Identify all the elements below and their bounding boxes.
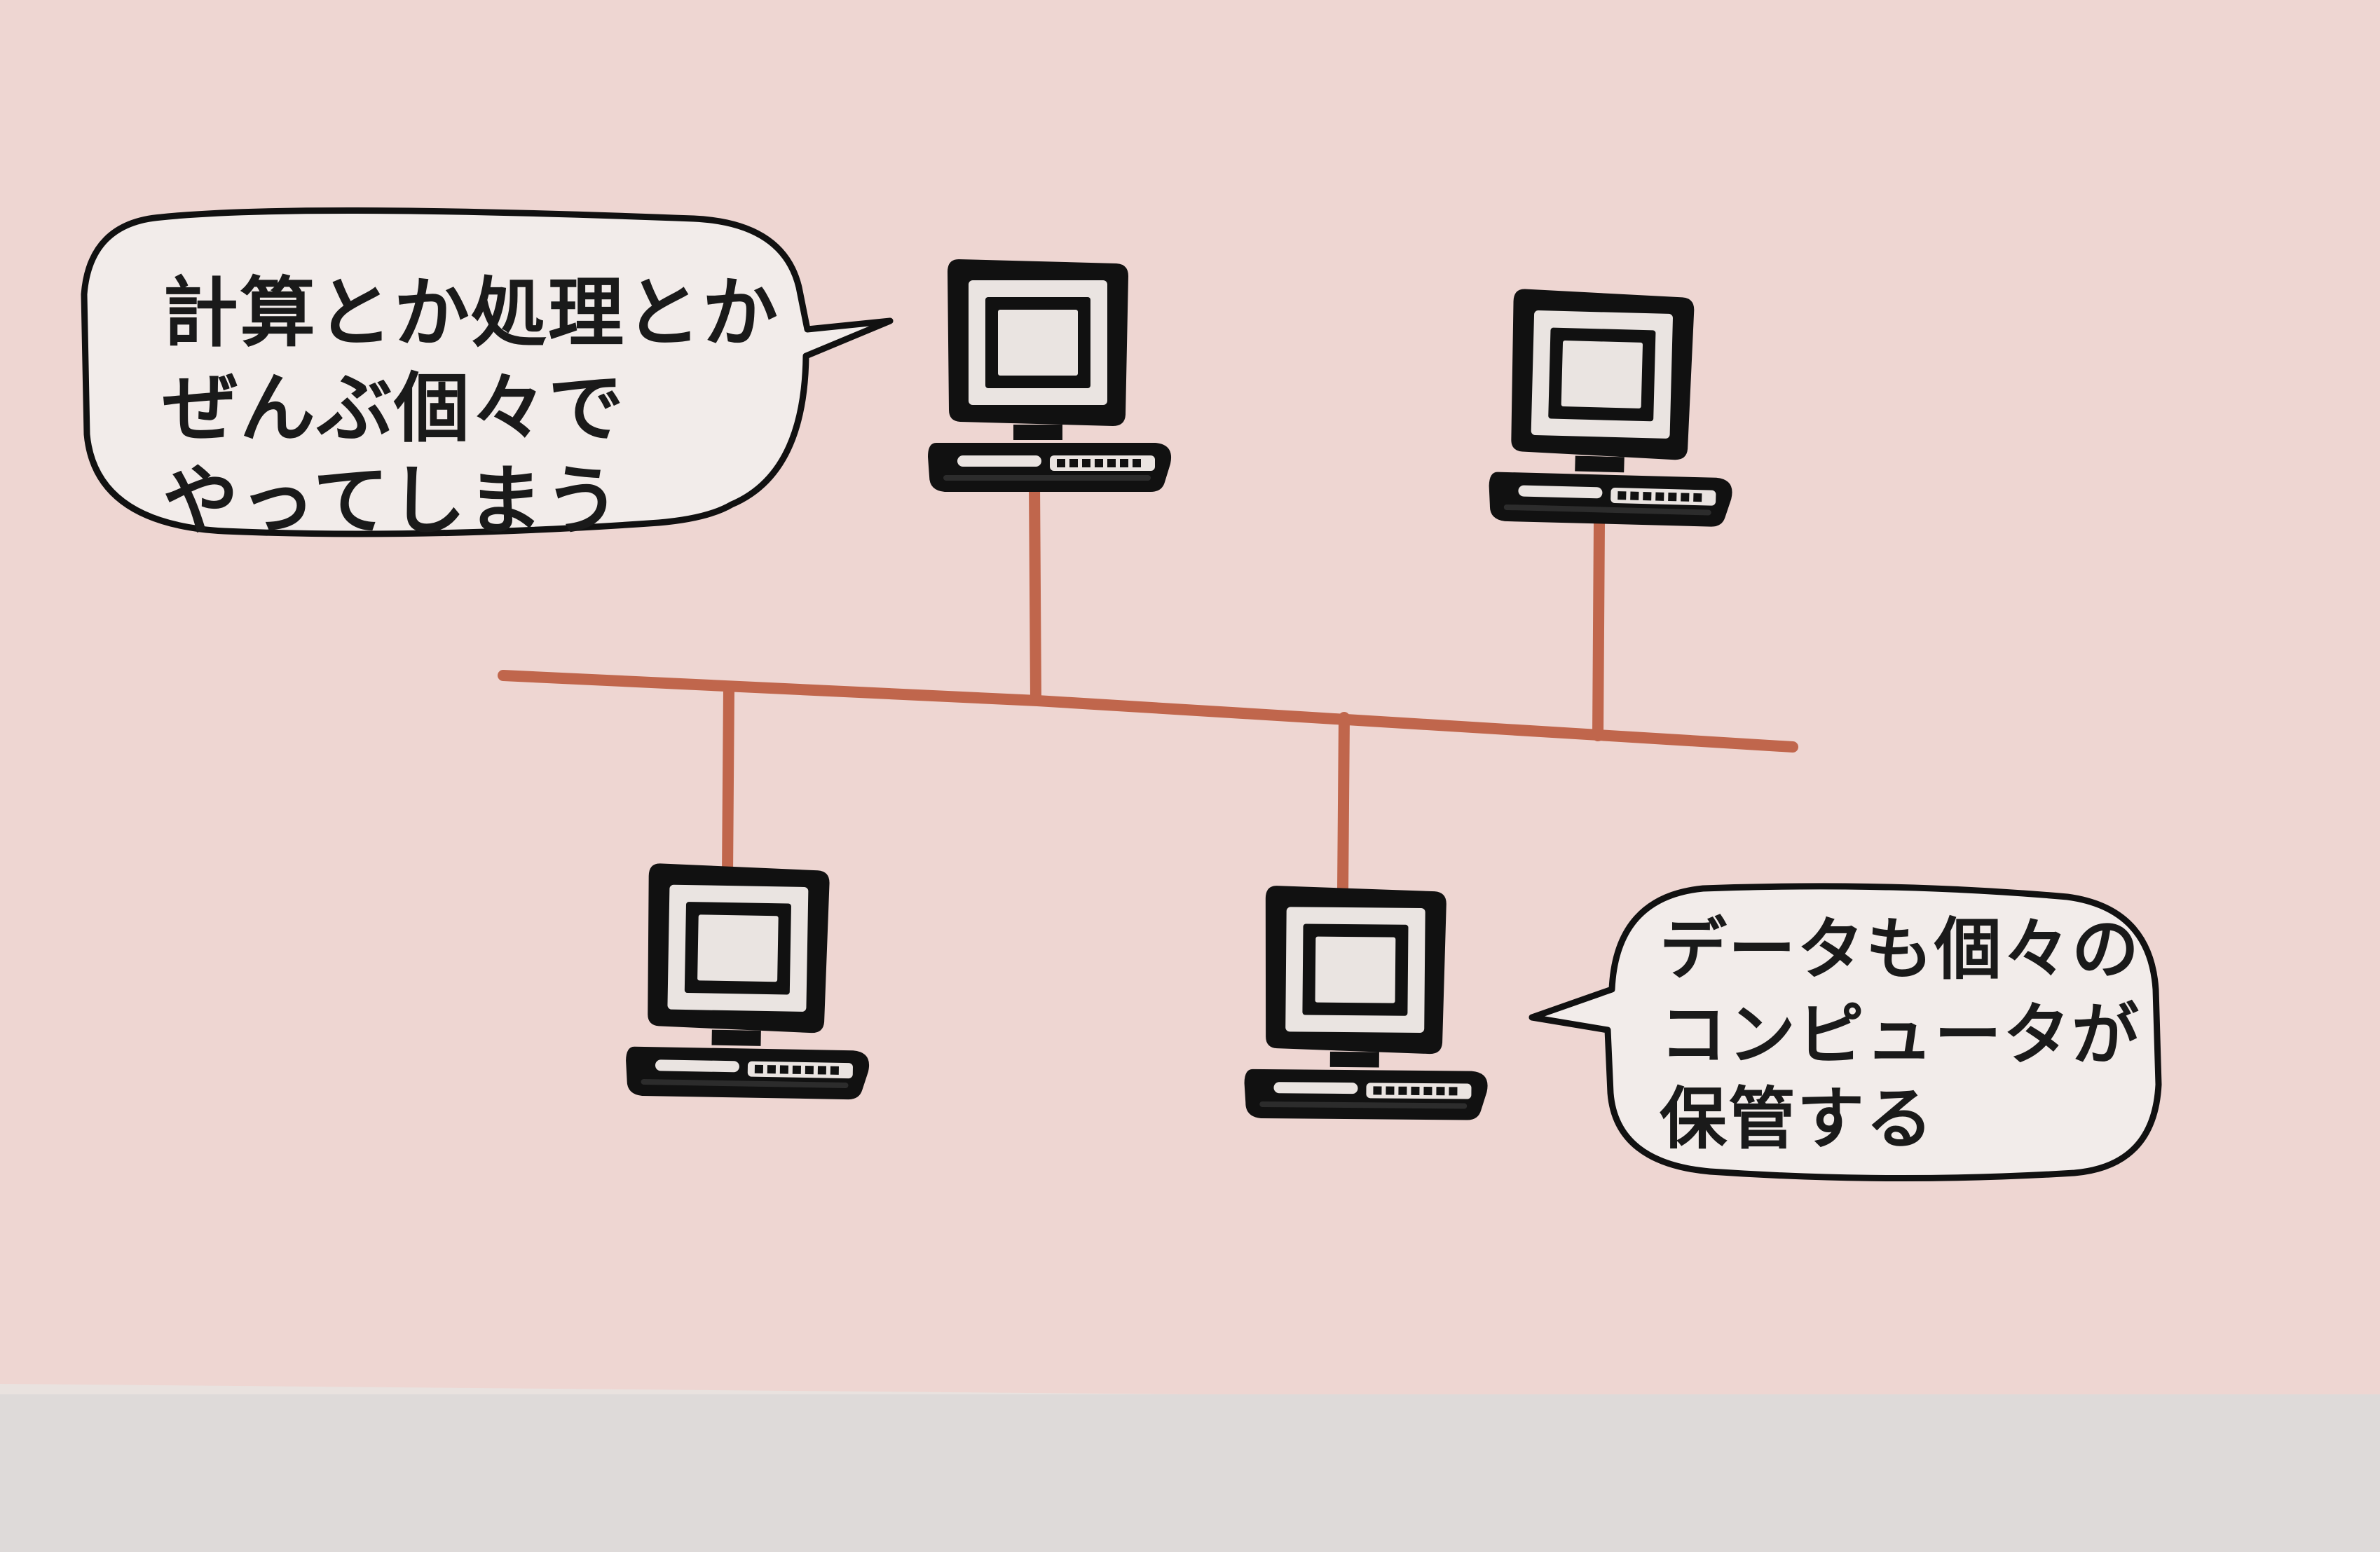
bubble-right-line-3: 保管する <box>1660 1080 1934 1158</box>
bubble-right-line-1: データも個々の <box>1660 910 2140 989</box>
speech-bubble-right-text: データも個々の コンピュータが 保管する <box>1660 910 2165 1158</box>
speech-bubble-left-text: 計算とか処理とか ぜんぶ個々で やってしまう <box>163 270 807 545</box>
lower-margin-strip <box>0 1394 2380 1552</box>
bubble-left-line-3: やってしまう <box>163 458 622 545</box>
bus-network <box>498 478 1798 897</box>
branch-bottom-right <box>1337 712 1350 897</box>
speech-bubble-right: データも個々の コンピュータが 保管する <box>1528 883 2165 1182</box>
branch-bottom-left <box>722 682 734 881</box>
bubble-left-line-1: 計算とか処理とか <box>163 270 779 357</box>
bubble-left-line-2: ぜんぶ個々で <box>163 365 625 453</box>
bubble-right-line-2: コンピュータが <box>1660 996 2140 1074</box>
branch-top-right <box>1592 516 1605 741</box>
speech-bubble-left-outline <box>81 207 894 537</box>
branch-top-left <box>1029 478 1041 705</box>
speech-bubble-right-outline <box>1528 883 2162 1182</box>
speech-bubble-left: 計算とか処理とか ぜんぶ個々で やってしまう <box>81 207 894 545</box>
